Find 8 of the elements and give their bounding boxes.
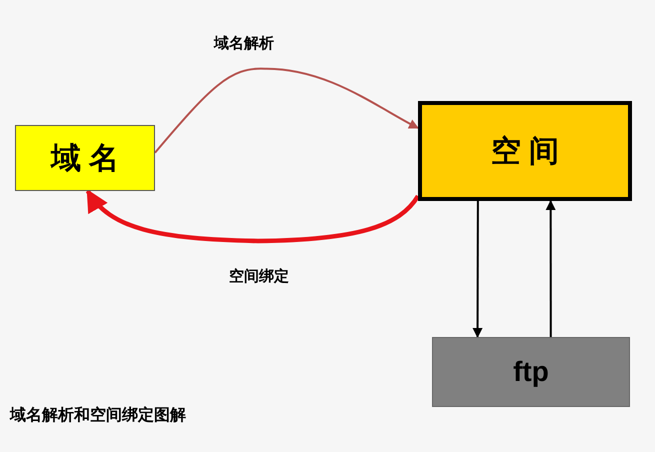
arrow	[154, 68, 419, 154]
process-box: 空 间	[418, 101, 632, 201]
process-box: 域 名	[15, 125, 155, 191]
caption: 域名解析和空间绑定图解	[10, 405, 186, 426]
arrow	[546, 200, 556, 337]
process-box: ftp	[432, 337, 630, 407]
arrow	[472, 201, 483, 338]
arrow	[86, 189, 420, 244]
